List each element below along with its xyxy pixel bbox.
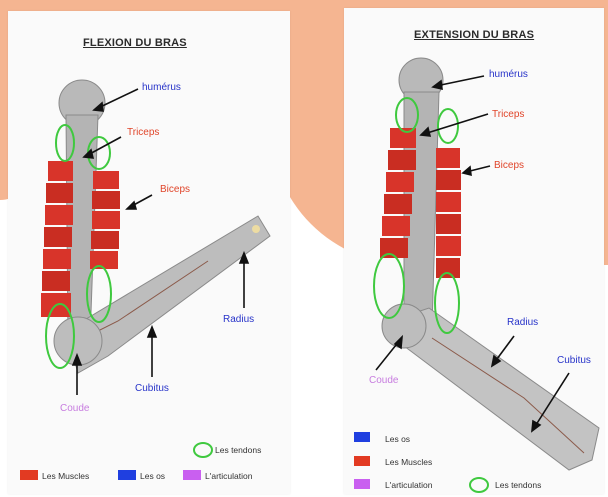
triceps-label: Triceps — [492, 109, 524, 120]
legend-muscles: Les Muscles — [42, 471, 89, 481]
legend-muscles-swatch — [354, 456, 370, 466]
extension-arm-diagram — [344, 8, 604, 494]
forearm-bones — [399, 308, 599, 470]
legend-articulation-swatch — [354, 479, 370, 489]
cubitus-label: Cubitus — [557, 355, 591, 366]
legend-muscles-swatch — [20, 470, 38, 480]
legend-os-swatch — [118, 470, 136, 480]
extension-card: EXTENSION DU BRAS — [344, 8, 604, 494]
radius-label: Radius — [223, 314, 254, 325]
biceps-muscle — [436, 148, 461, 278]
biceps-label: Biceps — [494, 160, 524, 171]
triceps-label: Triceps — [127, 127, 159, 138]
biceps-label: Biceps — [160, 184, 190, 195]
flexion-card: FLEXION DU BRAS — [8, 11, 290, 494]
tendon-legend-icon — [467, 476, 491, 494]
legend-articulation: L'articulation — [205, 471, 252, 481]
coude-label: Coude — [369, 375, 398, 386]
legend-tendons: Les tendons — [495, 480, 541, 490]
legend-os-swatch — [354, 432, 370, 442]
biceps-muscle — [90, 171, 120, 269]
legend-articulation-swatch — [183, 470, 201, 480]
legend-os: Les os — [140, 471, 165, 481]
legend-tendons: Les tendons — [215, 445, 261, 455]
radius-label: Radius — [507, 317, 538, 328]
triceps-muscle — [41, 161, 73, 317]
humerus-label: humérus — [142, 82, 181, 93]
legend-articulation: L'articulation — [385, 480, 432, 490]
elbow-joint — [382, 304, 426, 348]
legend-os: Les os — [385, 434, 410, 444]
tendon-legend-icon — [191, 441, 215, 459]
humerus-label: humérus — [489, 69, 528, 80]
tendon-circle — [374, 254, 404, 318]
coude-label: Coude — [60, 403, 89, 414]
cubitus-label: Cubitus — [135, 383, 169, 394]
legend-muscles: Les Muscles — [385, 457, 432, 467]
